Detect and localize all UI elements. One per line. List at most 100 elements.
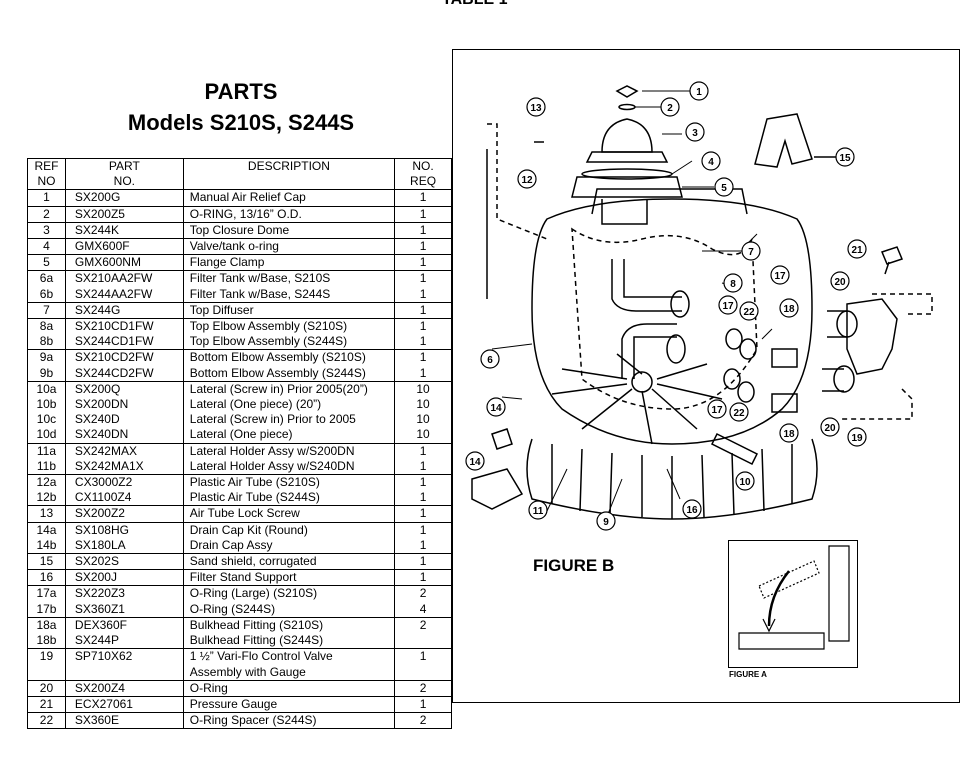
figure-b-frame [452,49,960,703]
description-cell-line: Lateral (One piece) (20”) [189,397,322,412]
quantity-cell: 1 [394,189,452,207]
callout-12: 12 [521,175,533,186]
quantity-cell-line: 1 [419,443,427,458]
ref-cell-line: 19 [39,649,54,664]
part-number-cell-line: SX240D [74,412,120,427]
description-cell: O-RING, 13/16” O.D. [182,205,396,223]
description-cell-line: O-RING, 13/16” O.D. [189,206,302,221]
description-cell-line: Filter Stand Support [189,570,297,585]
quantity-cell: 2 [394,679,452,697]
quantity-cell-line: 1 [419,286,427,301]
callout-20a: 20 [834,277,846,288]
callout-4: 4 [708,157,714,168]
quantity-cell: 1 [394,221,452,240]
description-cell-line: Drain Cap Assy [189,537,273,552]
part-number-cell-line: ECX27061 [74,696,133,711]
tank-neck [591,188,748,215]
ref-cell: 3 [27,221,66,240]
description-cell-line: Flange Clamp [189,255,265,270]
ref-cell-line: 16 [39,570,54,585]
quantity-cell: 1 [394,505,452,523]
quantity-cell-line: 1 [419,302,427,317]
description-cell-line: Lateral Holder Assy w/S200DN [189,443,355,458]
figure-b-label: FIGURE B [533,556,615,575]
part-number-cell-line: SX200Z4 [74,680,125,695]
header-part: PART NO. [64,157,184,191]
part-number-cell-line: SX180LA [74,537,126,552]
description-cell: Air Tube Lock Screw [182,505,396,523]
quantity-cell-line: 1 [419,365,427,380]
quantity-cell-line: 1 [419,255,427,270]
description-cell-line: Bulkhead Fitting (S210S) [189,617,324,632]
quantity-cell-line: 10 [416,427,430,442]
part-number-cell-line: SX210CD2FW [74,350,154,365]
callout-18a: 18 [783,304,795,315]
sand-shield [754,113,813,168]
part-number-cell-line: SP710X62 [74,649,133,664]
callout-13: 13 [530,103,542,114]
callout-22a: 22 [743,307,755,318]
quantity-cell-line: 1 [419,490,427,505]
ref-cell: 19 [27,648,66,681]
top-closure-dome [601,118,653,153]
part-number-cell-line: SX220Z3 [74,586,125,601]
callout-17a: 17 [774,271,786,282]
part-number-cell-line: SX244G [74,302,121,317]
filter-exploded-diagram: 1 2 3 4 5 6 7 8 9 10 11 12 13 14 14 15 1… [465,81,933,531]
callout-11: 11 [533,506,544,517]
description-cell-line: Lateral Holder Assy w/S240DN [189,458,355,473]
callout-1: 1 [696,87,702,98]
ref-cell-line: 11a [36,443,57,458]
quantity-cell-line: 2 [419,586,427,601]
description-cell-line: Top Elbow Assembly (S210S) [189,319,348,334]
description-cell: Valve/tank o-ring [182,238,396,256]
ref-cell-line: 12a [36,475,57,490]
quantity-cell-line: 1 [419,537,427,552]
figure-a-frame [728,540,858,668]
quantity-cell-line [395,633,451,648]
callout-17b: 17 [722,301,734,312]
quantity-cell: 1 [394,553,452,571]
part-number-cell: SP710X62 [64,648,184,681]
ref-cell: 16 [27,569,66,587]
quantity-cell: 1 [394,648,452,681]
callout-20b: 20 [824,423,836,434]
part-number-cell-line: SX244P [74,633,119,648]
description-cell: Plastic Air Tube (S210S)Plastic Air Tube… [182,474,396,507]
callout-18b: 18 [783,429,795,440]
description-cell-line: Plastic Air Tube (S244S) [189,490,320,505]
ref-cell-line: 8a [39,319,54,334]
description-cell: Top Diffuser [182,301,396,320]
quantity-cell-line: 1 [419,570,427,585]
ref-cell-line: 18a [36,617,57,632]
page-title: PARTS Models S210S, S244S [96,76,386,138]
quantity-cell-line: 1 [419,458,427,473]
description-cell-line: Bottom Elbow Assembly (S210S) [189,350,366,365]
callout-9: 9 [603,517,609,528]
flange-clamp [571,176,683,198]
part-number-cell-line: SX244CD2FW [74,365,154,380]
quantity-cell-line: 4 [419,601,427,616]
